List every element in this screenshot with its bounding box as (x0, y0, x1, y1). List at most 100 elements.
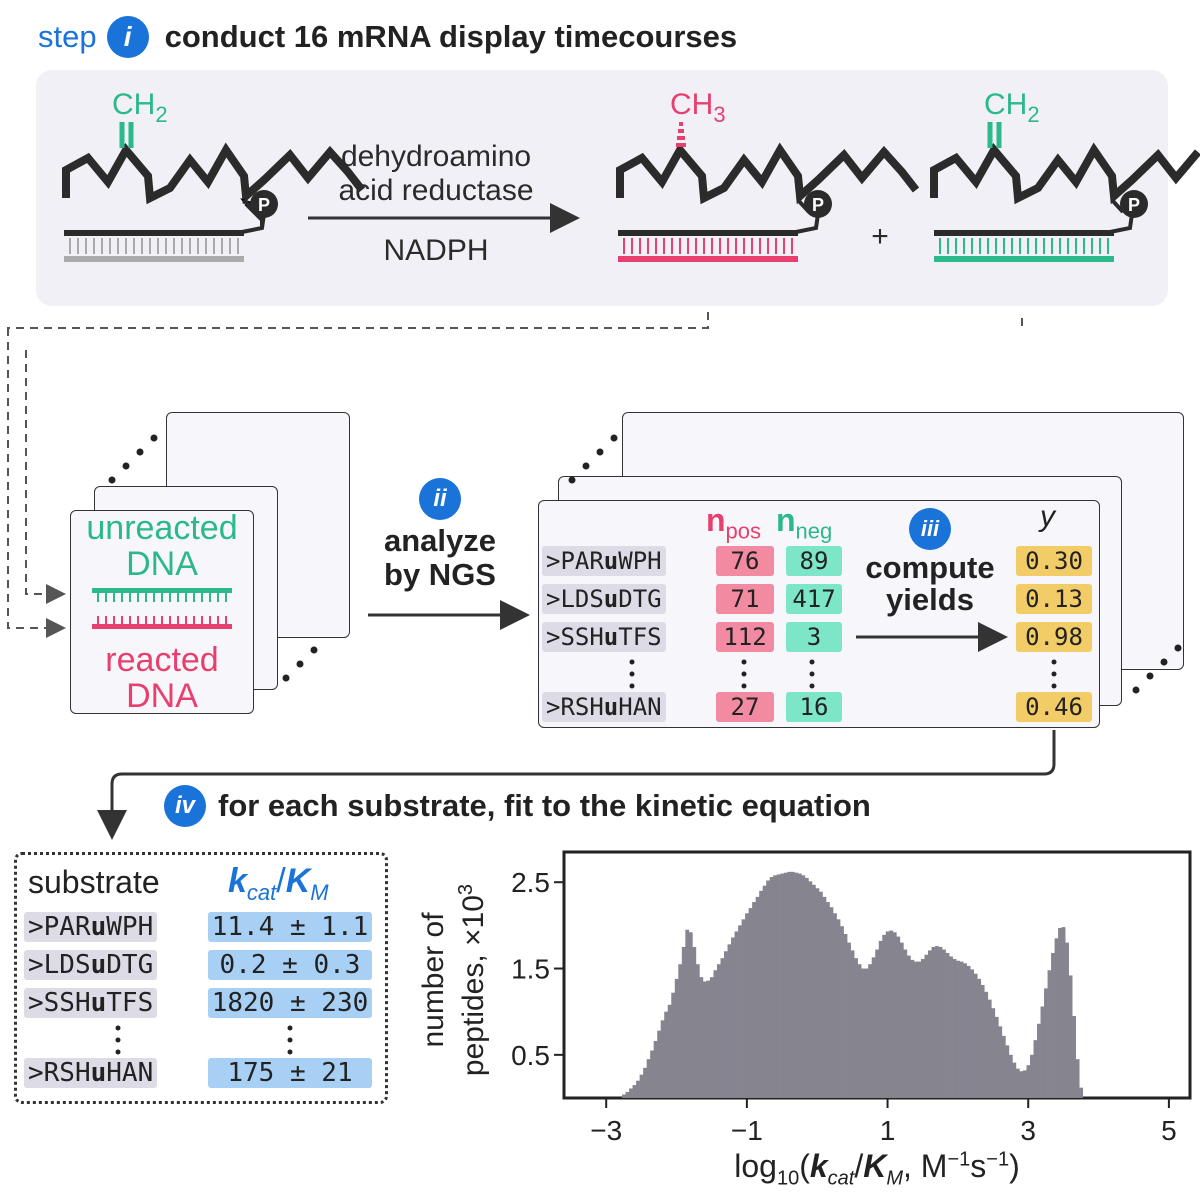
histogram-bar (822, 896, 827, 1098)
step-iv-connector (97, 730, 1056, 840)
histogram-bar (646, 1059, 651, 1098)
svg-text:P: P (812, 195, 824, 215)
histogram-bar (984, 991, 989, 1098)
kcat-km-header: kcat/KM (228, 862, 329, 905)
kinetic-value: 1820 ± 230 (208, 988, 372, 1018)
histogram-bar (1029, 1054, 1034, 1098)
histogram-bar (1005, 1045, 1010, 1098)
histogram-bar (826, 902, 830, 1098)
histogram-bar (829, 907, 834, 1098)
step-iii-badge: iii (909, 508, 951, 550)
step-i-heading: step i conduct 16 mRNA display timecours… (38, 12, 737, 62)
histogram-bar (896, 936, 901, 1098)
histogram-bar (734, 931, 739, 1098)
histogram-bar (973, 973, 978, 1098)
ngs-seq: >RSHuHAN (542, 692, 666, 722)
histogram-bar (815, 888, 820, 1098)
histogram-bar (702, 981, 707, 1098)
histogram-bar (794, 872, 799, 1098)
histogram-bar (952, 959, 957, 1098)
histogram-bar (801, 875, 806, 1098)
histogram-bar (660, 1020, 665, 1098)
histogram-bar (692, 946, 697, 1098)
y-tick-label: 0.5 (511, 1040, 550, 1071)
histogram-bar (653, 1041, 658, 1098)
histogram-bar (945, 952, 950, 1098)
histogram-bar (688, 932, 693, 1098)
histogram-bar (1033, 1040, 1038, 1098)
histogram-bar (987, 999, 992, 1098)
ngs-npos: 76 (716, 546, 774, 576)
ngs-yield: 0.30 (1016, 546, 1092, 576)
histogram-bar (980, 984, 985, 1098)
histogram-bar (920, 959, 925, 1098)
histogram-bar (699, 977, 704, 1098)
stack-card-front (70, 510, 254, 714)
histogram-bar (780, 873, 785, 1098)
histogram-bar (731, 937, 735, 1098)
histogram-bar (706, 980, 711, 1098)
histogram-bar (1068, 975, 1073, 1098)
x-tick-label: −1 (731, 1115, 763, 1146)
histogram-bar (755, 896, 760, 1098)
histogram-bar (906, 955, 911, 1098)
histogram-bar (667, 1004, 672, 1098)
histogram-bar (657, 1030, 662, 1098)
histogram-bar (759, 890, 764, 1098)
histogram-bar (942, 949, 946, 1098)
histogram-bar (629, 1088, 633, 1098)
step-label: step (38, 19, 97, 54)
table-card-front (538, 500, 1100, 728)
histogram-bar (917, 961, 922, 1098)
kinetic-seq: >RSHuHAN (24, 1058, 158, 1088)
dna-duplex-unreacted (934, 230, 1114, 262)
svg-text:P: P (1128, 195, 1140, 215)
histogram-bar (833, 913, 837, 1098)
peptide-product (616, 142, 920, 205)
stack-dots (108, 434, 318, 682)
histogram-bar (1026, 1065, 1031, 1098)
ngs-seq: >LDSuDTG (542, 584, 666, 614)
substrate-header: substrate (28, 864, 160, 900)
x-tick-label: 3 (1020, 1115, 1036, 1146)
dashed-connectors-lower (7, 328, 66, 638)
histogram-bar (938, 946, 943, 1098)
histogram-bar (720, 958, 725, 1098)
ngs-ellipsis (629, 659, 1057, 689)
histogram-bar (664, 1011, 669, 1098)
histogram-bar (787, 871, 792, 1098)
histogram-bar (885, 931, 890, 1098)
peptide-unreacted (930, 142, 1200, 205)
step-iii-arrow (856, 622, 1008, 652)
enzyme-line1: dehydroamino (341, 140, 531, 173)
reaction-panel (36, 70, 1168, 306)
double-bond (987, 122, 1002, 148)
table-stack-dots (568, 434, 1182, 694)
ngs-seq: >SSHuTFS (542, 622, 666, 652)
histogram-bar (727, 944, 732, 1098)
x-tick-label: 1 (880, 1115, 896, 1146)
reaction-scheme: CH2 P dehydroamino acid reductase NADPH … (7, 88, 1200, 330)
ngs-seq: >PARuWPH (542, 546, 666, 576)
ngs-npos: 112 (716, 622, 774, 652)
svg-text:P: P (258, 195, 270, 215)
histogram-bar (910, 959, 915, 1098)
double-bond (119, 122, 134, 148)
y-tick-label: 2.5 (511, 867, 550, 898)
histogram-bar (773, 875, 778, 1098)
ngs-yield: 0.13 (1016, 584, 1092, 614)
histogram-bar (977, 978, 982, 1098)
histogram-bar (1061, 927, 1066, 1098)
histogram-bar (903, 949, 908, 1098)
step-iv-heading: iv for each substrate, fit to the kineti… (164, 782, 871, 830)
histogram-bar (790, 871, 795, 1098)
histogram-bar (681, 946, 686, 1098)
histogram-bar (850, 950, 855, 1098)
step-iii-line1: compute (865, 550, 995, 585)
kinetic-value: 11.4 ± 1.1 (208, 912, 372, 942)
histogram-bar (632, 1085, 637, 1098)
histogram-bar (797, 873, 802, 1098)
histogram-bar (1047, 970, 1052, 1098)
histogram-bar (1058, 927, 1062, 1098)
